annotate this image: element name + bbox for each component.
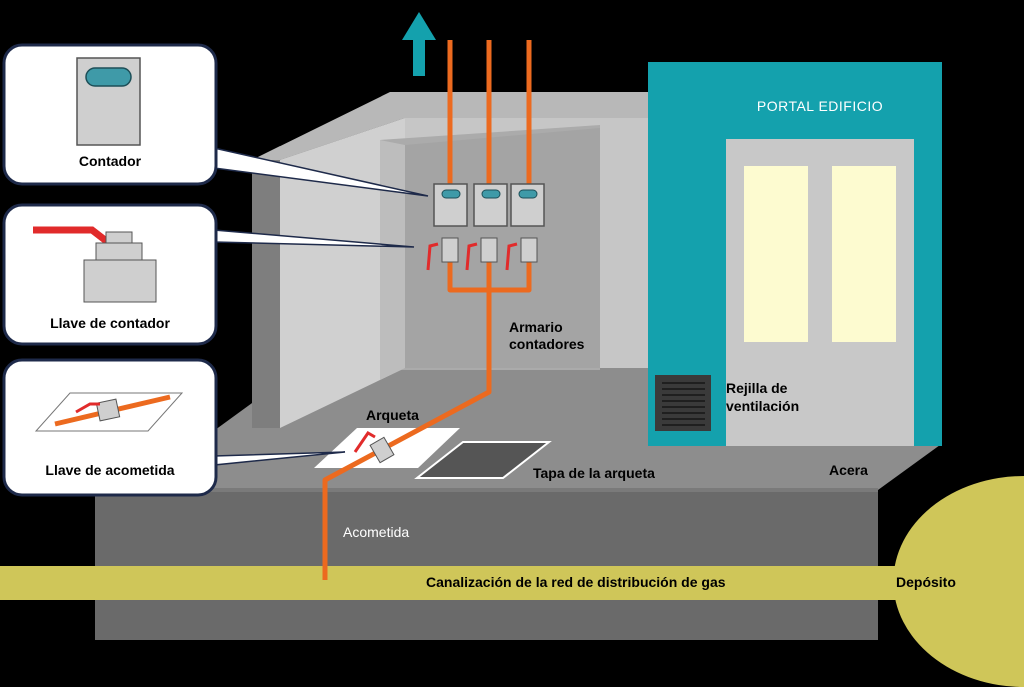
vent-slats [662, 382, 705, 426]
vent-label-line1: Rejilla de [726, 380, 788, 396]
gas-tank [893, 476, 1024, 687]
sidewalk-front-edge [95, 488, 878, 492]
meter-cabinet-shade [380, 140, 405, 380]
buried-valve-icon [34, 392, 184, 432]
gas-main-pipe [0, 566, 900, 600]
up-arrow-icon [402, 12, 436, 76]
tank-label: Depósito [896, 574, 956, 590]
pit-label: Arqueta [366, 407, 419, 423]
meter-valve-1 [426, 237, 459, 271]
cabinet-label-line2: contadores [509, 336, 585, 352]
gas-pipes [322, 40, 532, 580]
callout-meter: Contador [2, 43, 218, 186]
cabinet-label-line1: Armario [509, 319, 563, 335]
gas-main-label: Canalización de la red de distribución d… [426, 574, 726, 590]
service-line-pipe [322, 290, 492, 580]
sidewalk-label: Acera [829, 462, 868, 478]
meter-2 [473, 183, 508, 227]
side-wall-left [252, 146, 280, 428]
back-wall-panel [280, 118, 405, 428]
pit-cover [414, 441, 552, 479]
vent-label-line2: ventilación [726, 398, 799, 414]
meter-cabinet-inner [405, 128, 600, 368]
callout-meter-valve-label: Llave de contador [50, 315, 170, 331]
callout-service-valve: Llave de acometida [2, 358, 218, 497]
gas-meter-icon [76, 57, 141, 146]
callout-service-valve-label: Llave de acometida [45, 462, 174, 478]
callout-meter-valve: Llave de contador [2, 203, 218, 346]
pit-cover-label: Tapa de la arqueta [533, 465, 655, 481]
callout-meter-label: Contador [79, 153, 142, 169]
meter-valve-2 [465, 237, 498, 271]
service-valve [353, 431, 395, 464]
side-wall-top [252, 92, 655, 160]
portal-label: PORTAL EDIFICIO [757, 98, 883, 114]
portal-door-left-glass [744, 166, 808, 342]
service-line-label: Acometida [343, 524, 409, 540]
meter-3 [510, 183, 545, 227]
meter-1 [433, 183, 468, 227]
portal-door-right-glass [832, 166, 896, 342]
ball-valve-icon [33, 226, 157, 303]
ground-block [95, 490, 878, 640]
vent-grille-icon [655, 375, 711, 431]
meter-valve-3 [505, 237, 538, 271]
